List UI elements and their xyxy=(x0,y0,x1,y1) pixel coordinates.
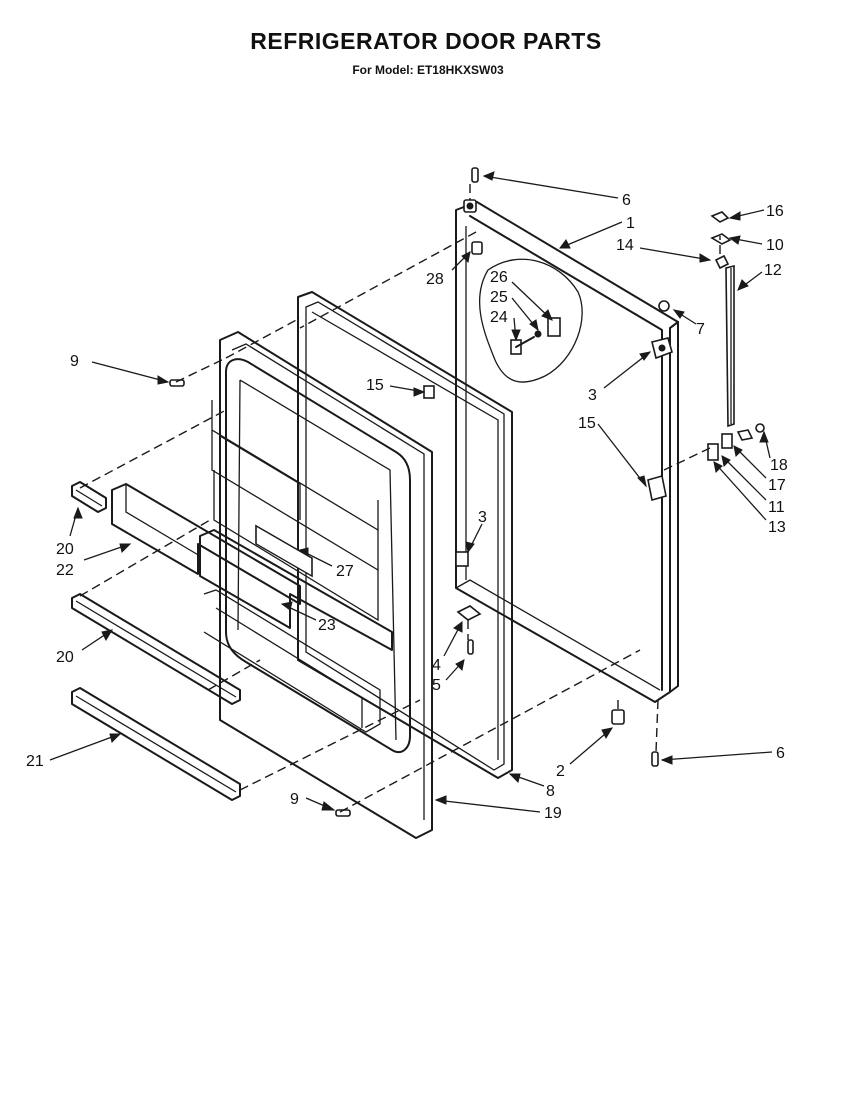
callout-6-bottom: 6 xyxy=(776,745,785,762)
shelf-trim-21 xyxy=(71,687,241,801)
callout-15-left: 15 xyxy=(366,377,384,394)
outer-door-panel xyxy=(455,199,679,703)
alignment-lines xyxy=(79,184,721,813)
callout-26: 26 xyxy=(490,269,508,286)
arrowheads xyxy=(73,171,769,811)
callout-18: 18 xyxy=(770,457,788,474)
callout-10: 10 xyxy=(766,237,784,254)
callout-24: 24 xyxy=(490,309,508,326)
callout-2: 2 xyxy=(556,763,565,780)
callout-21: 21 xyxy=(26,753,44,770)
callout-15-right: 15 xyxy=(578,415,596,432)
callout-16: 16 xyxy=(766,203,784,220)
diagram-title: REFRIGERATOR DOOR PARTS xyxy=(250,28,602,54)
callout-22: 22 xyxy=(56,562,74,579)
bin-22 xyxy=(111,483,301,605)
bin-23 xyxy=(199,529,393,651)
callout-3-mid: 3 xyxy=(478,509,487,526)
callout-labels: 6 1 16 14 10 12 28 26 25 24 7 9 15 3 15 … xyxy=(26,192,788,822)
callout-7: 7 xyxy=(696,321,705,338)
callout-5: 5 xyxy=(432,677,441,694)
callout-13: 13 xyxy=(768,519,786,536)
callout-28: 28 xyxy=(426,271,444,288)
door-gasket xyxy=(297,291,513,779)
callout-20-top: 20 xyxy=(56,541,74,558)
callout-4: 4 xyxy=(432,657,441,674)
inner-door-liner xyxy=(203,331,433,839)
callout-25: 25 xyxy=(490,289,508,306)
callout-19: 19 xyxy=(544,805,562,822)
callout-6-top: 6 xyxy=(622,192,631,209)
callout-1: 1 xyxy=(626,215,635,232)
callout-9-top: 9 xyxy=(70,353,79,370)
screws xyxy=(169,167,659,817)
callout-17: 17 xyxy=(768,477,786,494)
bracket-parts-24-26 xyxy=(510,317,561,355)
callout-20-bottom: 20 xyxy=(56,649,74,666)
callout-11: 11 xyxy=(768,499,785,516)
diagram-subtitle: For Model: ET18HKXSW03 xyxy=(352,63,504,77)
callout-3-right: 3 xyxy=(588,387,597,404)
callout-12: 12 xyxy=(764,262,782,279)
callout-23: 23 xyxy=(318,617,336,634)
shelf-bar-20-top xyxy=(71,481,107,513)
callout-8: 8 xyxy=(546,783,555,800)
callout-27: 27 xyxy=(336,563,354,580)
shelf-bar-20-bottom xyxy=(71,593,241,705)
hinge-assembly xyxy=(707,211,765,461)
callout-14: 14 xyxy=(616,237,634,254)
callout-9-bottom: 9 xyxy=(290,791,299,808)
